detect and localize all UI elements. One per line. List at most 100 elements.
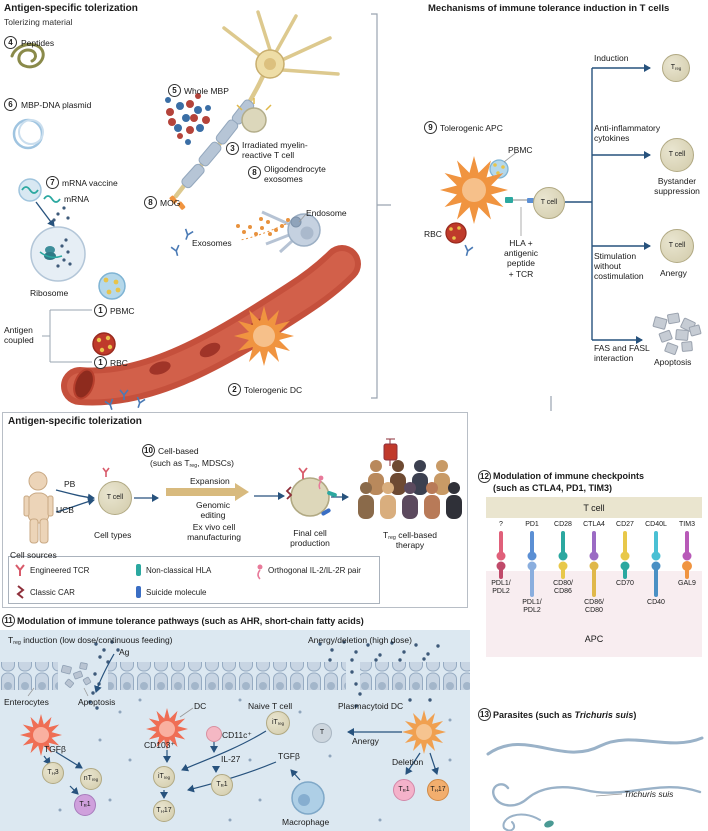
cell-types-label: Cell types bbox=[94, 530, 132, 540]
myelin-sheath-icon bbox=[181, 99, 255, 189]
cd11c-cell bbox=[206, 726, 222, 742]
tcr-nub-icon bbox=[102, 467, 110, 477]
receptor-cd28-label: CD28 bbox=[554, 521, 572, 528]
tolerogenic-apc-nucleus bbox=[462, 178, 486, 202]
gut-title: Modulation of immune tolerance pathways … bbox=[17, 616, 364, 626]
anergy-outcome-label: Anergy bbox=[660, 268, 687, 278]
tr1-cell-right: TR1 bbox=[393, 779, 415, 801]
receptor-q-label: ? bbox=[499, 521, 503, 528]
ag-label: Ag bbox=[119, 647, 130, 657]
plasmacytoid-dc-nucleus bbox=[416, 724, 432, 740]
badge-7: 7 bbox=[46, 176, 59, 189]
tr1-cell-left: TR1 bbox=[74, 794, 96, 816]
treg-outcome-cell: Treg bbox=[662, 54, 690, 82]
top-left-title: Antigen-specific tolerization bbox=[4, 3, 138, 14]
tolerizing-material-label: Tolerizing material bbox=[4, 17, 73, 27]
tolerogenic-apc-label: Tolerogenic APC bbox=[440, 123, 503, 133]
endosome-label: Endosome bbox=[306, 208, 347, 218]
receptor-cd27-label: CD27 bbox=[616, 521, 634, 528]
oligo-exosomes-label: Oligodendrocyte exosomes bbox=[264, 164, 350, 185]
tgfb-left-label: TGFβ bbox=[44, 744, 66, 754]
rbc-label: RBC bbox=[110, 358, 128, 368]
gut-dc-left-nucleus bbox=[33, 727, 49, 743]
gut-apoptosis-label: Apoptosis bbox=[78, 697, 116, 707]
badge-6: 6 bbox=[4, 98, 17, 111]
badge-10: 10 bbox=[142, 444, 155, 457]
badge-2: 2 bbox=[228, 383, 241, 396]
apoptosis-icon bbox=[652, 312, 702, 355]
final-cell-label: Final cell production bbox=[290, 528, 330, 549]
ligand-cd86-label: CD86/ CD80 bbox=[584, 599, 604, 615]
badge-8b: 8 bbox=[144, 196, 157, 209]
rbc-right-label: RBC bbox=[424, 229, 442, 239]
badge-4: 4 bbox=[4, 36, 17, 49]
top-right-title: Mechanisms of immune tolerance induction… bbox=[428, 3, 670, 14]
ligand-cd40-label: CD40 bbox=[647, 599, 665, 606]
peptides-label: Peptides bbox=[21, 38, 55, 48]
exosomes-label: Exosomes bbox=[192, 238, 232, 248]
tcell-band: T cell bbox=[486, 497, 702, 518]
receptor-pd1-label: PD1 bbox=[525, 521, 539, 528]
pbmc-cell-icon bbox=[98, 272, 126, 300]
flow-arrows bbox=[55, 489, 349, 513]
mrna-particle-icon bbox=[18, 178, 61, 227]
mrna-label: mRNA bbox=[64, 194, 90, 204]
deletion-label: Deletion bbox=[392, 757, 424, 767]
checkpoints-subtitle: (such as CTLA4, PD1, TIM3) bbox=[493, 483, 613, 493]
gut-arrows bbox=[43, 653, 439, 799]
orthogonal-il2-icon bbox=[257, 564, 263, 580]
dc-label: DC bbox=[194, 701, 207, 711]
plasmid-icon bbox=[12, 118, 44, 150]
tcell-anergy-cell: T cell bbox=[660, 229, 694, 263]
worm-icon bbox=[486, 736, 704, 831]
suicide-molecule-icon bbox=[136, 586, 141, 598]
receptor-tim3-label: TIM3 bbox=[679, 521, 695, 528]
oligodendrocyte-icon bbox=[236, 210, 321, 254]
cell-based-label: Cell-based bbox=[158, 446, 199, 456]
antibody-icon bbox=[104, 228, 474, 410]
branch-fas-label: FAS and FASL interaction bbox=[594, 343, 650, 364]
badge-1-pbmc: 1 bbox=[94, 304, 107, 317]
peptide-icon bbox=[10, 42, 45, 69]
gut-anergy-label: Anergy bbox=[352, 736, 379, 746]
dc-leader-line bbox=[179, 707, 194, 718]
ligand-cd70-label: CD70 bbox=[616, 580, 634, 587]
gut-apoptosis-icon bbox=[60, 662, 92, 688]
gut-dc-cd103-nucleus bbox=[159, 721, 175, 737]
badge-1-rbc: 1 bbox=[94, 356, 107, 369]
t-cell-anergic: T bbox=[312, 723, 332, 743]
th3-cell: TH3 bbox=[42, 762, 64, 784]
branch-costimulation-label: Stimulation without costimulation bbox=[594, 251, 644, 282]
final-cell-icon bbox=[285, 467, 337, 517]
receptor-cd40l-label: CD40L bbox=[645, 521, 667, 528]
mog-label: MOG bbox=[160, 198, 181, 208]
apoptosis-outcome-label: Apoptosis bbox=[654, 357, 692, 367]
human-figure-icon bbox=[23, 471, 54, 544]
cd103-label: CD103⁺ bbox=[144, 740, 175, 750]
enterocytes-label: Enterocytes bbox=[4, 697, 49, 707]
th17-cell-right: TH17 bbox=[427, 779, 449, 801]
cell-sources-label: Cell sources bbox=[10, 550, 57, 560]
panel-bracket bbox=[371, 13, 552, 411]
expansion-label: Expansion bbox=[190, 476, 230, 486]
legend-suicide-label: Suicide molecule bbox=[146, 588, 207, 597]
ucb-label: UCB bbox=[56, 505, 74, 515]
legend-non-classical-hla-label: Non-classical HLA bbox=[146, 566, 212, 575]
whole-mbp-label: Whole MBP bbox=[184, 86, 229, 96]
badge-13: 13 bbox=[478, 708, 491, 721]
gut-right-heading: Anergy/deletion (high dose) bbox=[308, 635, 412, 645]
tgfb-mid-label: TGFβ bbox=[278, 751, 300, 761]
irradiated-tcell-label: Irradiated myelin- reactive T cell bbox=[242, 140, 308, 161]
pb-label: PB bbox=[64, 479, 76, 489]
ligand-cd80-label: CD80/ CD86 bbox=[553, 580, 573, 596]
parasite-egg-icon bbox=[544, 820, 554, 828]
non-classical-hla-icon bbox=[136, 564, 141, 576]
apc-attachments bbox=[445, 151, 518, 244]
hla-tcr-label: HLA + antigenic peptide + TCR bbox=[503, 238, 539, 279]
antigen-coupled-bracket bbox=[42, 309, 92, 363]
neuron-illustration bbox=[169, 10, 340, 210]
tcell-main: T cell bbox=[533, 187, 565, 219]
macrophage-label: Macrophage bbox=[282, 817, 330, 827]
mbp-protein-icon bbox=[165, 93, 211, 145]
